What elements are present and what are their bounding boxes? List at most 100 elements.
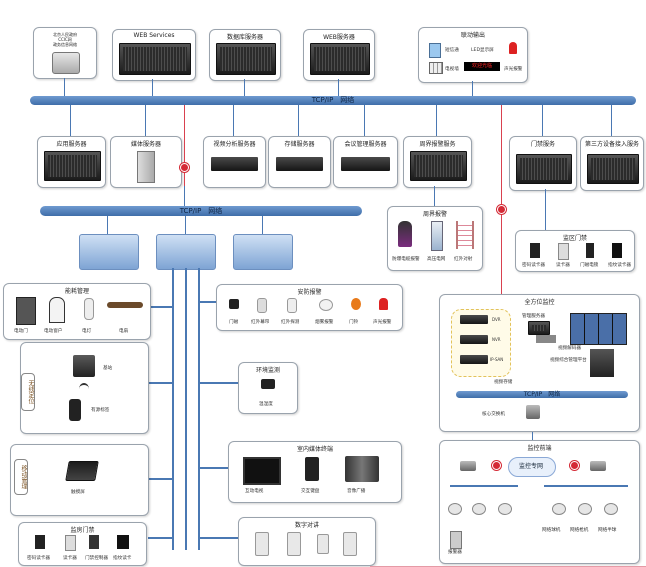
- box-title: 应用服务器: [56, 141, 87, 148]
- dvr-label: DVR: [492, 317, 501, 322]
- speaker-icon: [345, 456, 379, 482]
- core-switch-icon: [526, 405, 540, 419]
- connector: [436, 105, 437, 136]
- switch-icon: [590, 461, 606, 471]
- fingerprint-icon: [612, 243, 622, 258]
- item-label: 触摸屏: [71, 490, 85, 495]
- item-label: 有源标签: [91, 408, 110, 413]
- server-icon: [211, 157, 258, 171]
- item-label: 读卡器: [63, 556, 77, 561]
- no-entry-icon: [180, 163, 189, 172]
- intercom-box: 数字对讲: [238, 517, 376, 566]
- connector: [107, 216, 108, 234]
- app-server-box: 应用服务器: [37, 136, 106, 188]
- camera-icon: [552, 503, 566, 515]
- access-switch: [79, 234, 139, 270]
- bus-label: TCP/IP 网络: [523, 391, 561, 398]
- branch-line: [450, 485, 518, 487]
- storage-cab-icon: [590, 349, 614, 377]
- server-icon: [516, 154, 572, 184]
- box-title: 监区门禁: [562, 235, 587, 242]
- decoder-label: 视频解码器: [558, 346, 581, 351]
- security-alarm-box: 安防报警 门磁 红外幕帘 红外探测 烟雾报警 门铃 声光报警: [216, 284, 403, 331]
- connector: [434, 186, 435, 206]
- wireless-location-box: 无线定位 基站 有源标签: [20, 342, 149, 434]
- camera-icon: [472, 503, 486, 515]
- connector: [244, 79, 245, 96]
- item-label: 电动门: [14, 329, 28, 334]
- gov-network-box: 北京人民政府 CCIC网 政务信息网络: [33, 27, 97, 79]
- item-label: 密码读卡器: [27, 556, 50, 561]
- switch-icon: [460, 461, 476, 471]
- box-title: 室内媒体终端: [296, 446, 333, 453]
- server-icon: [276, 157, 323, 171]
- trunk-line: [198, 268, 200, 550]
- trunk-line: [172, 268, 174, 550]
- fingerprint-icon: [117, 535, 129, 549]
- connector: [532, 432, 533, 440]
- server-icon: [410, 151, 467, 181]
- bus-label: TCP/IP 网络: [311, 96, 355, 104]
- connector: [262, 216, 263, 234]
- item-label: 电灯: [82, 329, 92, 334]
- park-gate-box: 监区门禁 密码读卡器 读卡器 门磁电锁 指纹读卡器: [515, 230, 635, 272]
- lock-icon: [586, 243, 594, 258]
- box-title: WEB Services: [133, 32, 175, 39]
- branch-line: [198, 467, 238, 469]
- trunk-line: [185, 268, 187, 550]
- box-title: WEB服务器: [323, 34, 355, 41]
- decoder-icon: [536, 335, 556, 343]
- third-party-server-box: 第三方设备接入服务: [580, 136, 644, 191]
- intercom-icon: [343, 532, 357, 556]
- server-icon: [119, 43, 191, 75]
- connector: [185, 216, 186, 234]
- perimeter-server-box: 周界报警服务: [403, 136, 472, 188]
- curtain-ir-icon: [257, 298, 267, 313]
- sms-label: 短信通: [445, 48, 459, 53]
- isolation-line: [501, 105, 502, 295]
- connector: [70, 105, 71, 136]
- box-title: 全方位监控: [524, 299, 555, 306]
- box-title: 数字对讲: [294, 522, 319, 529]
- no-entry-icon: [497, 205, 506, 214]
- ir-detector-icon: [287, 298, 297, 313]
- window-icon: [49, 297, 65, 323]
- storage-server-box: 存储服务器: [268, 136, 331, 188]
- fan-icon: [107, 302, 143, 308]
- connector: [545, 189, 546, 230]
- item-label: 音像广播: [347, 489, 366, 494]
- mgmt-label: 管理服务器: [522, 314, 545, 319]
- item-label: 红外探测: [281, 320, 300, 325]
- video-surveillance-box: 全方位监控 DVR NVR IP-SAN 管理服务器 视频解码器 视频综合管理平…: [439, 294, 640, 432]
- ipsan-icon: [460, 355, 488, 364]
- server-icon: [310, 43, 370, 75]
- box-title: 联动输出: [460, 32, 485, 39]
- no-entry-icon: [492, 461, 501, 470]
- tv-wall-icon: [429, 62, 443, 74]
- cloud-icon: [508, 457, 556, 477]
- media-server-box: 媒体服务器: [110, 136, 182, 188]
- connector: [611, 105, 612, 136]
- box-title: 视频分析服务器: [213, 141, 256, 148]
- intercom-icon: [255, 532, 269, 556]
- side-label: 移动管理: [14, 459, 28, 495]
- item-label: 指纹读卡器: [608, 263, 631, 268]
- perimeter-alarm-box: 周界报警 防爆电缆报警 高压电网 红外对射: [387, 206, 483, 271]
- person-icon: [398, 221, 412, 247]
- item-label: 门铃: [349, 320, 359, 325]
- item-label: 基站: [103, 366, 113, 371]
- pc-tower-icon: [137, 151, 155, 183]
- camera-icon: [604, 503, 618, 515]
- box-title: 监控前端: [527, 445, 552, 452]
- camera-icon: [448, 503, 462, 515]
- connector: [338, 79, 339, 96]
- tag-icon: [69, 399, 81, 421]
- camera-icon: [498, 503, 512, 515]
- branch-line: [148, 306, 174, 308]
- alarm-label: 声光报警: [504, 67, 523, 72]
- item-label: 密码读卡器: [522, 263, 545, 268]
- branch-line: [148, 537, 174, 539]
- intercom-icon: [317, 534, 329, 554]
- item-label: 红外对射: [454, 257, 473, 262]
- connector: [542, 105, 543, 136]
